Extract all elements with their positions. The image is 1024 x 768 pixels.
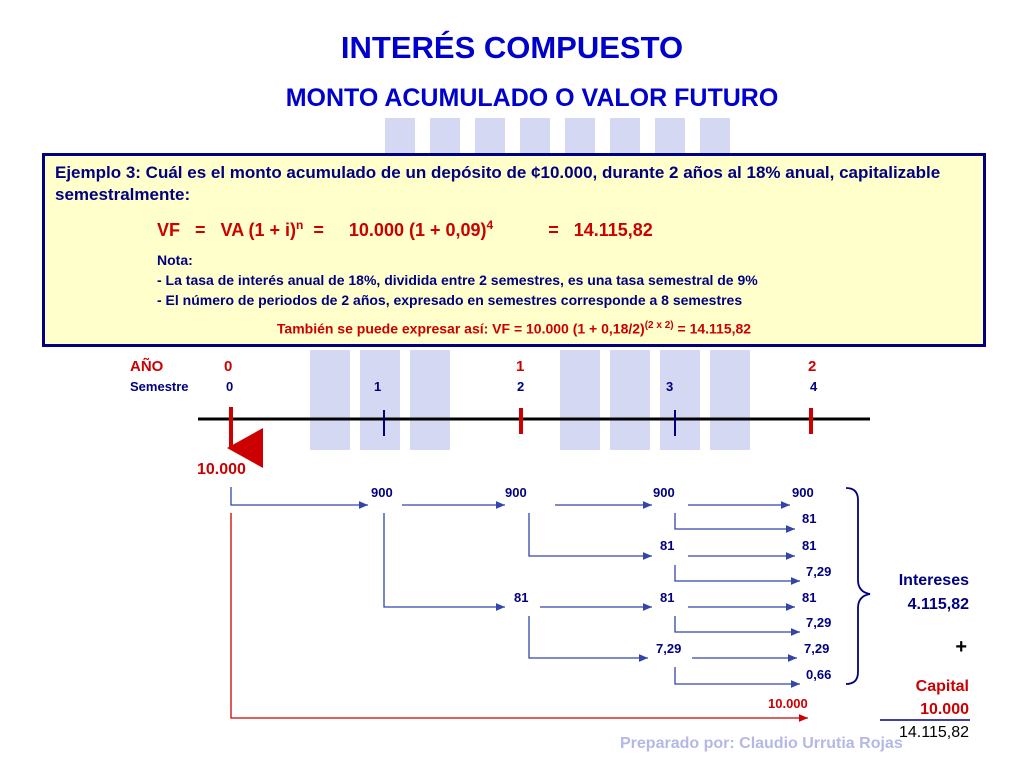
year-label: AÑO [130, 358, 164, 375]
flow-r4 [674, 565, 800, 585]
semester-1: 1 [374, 379, 382, 394]
flow-r2 [674, 513, 795, 533]
formula-exponent-n: n [296, 218, 304, 232]
notes: Nota: - La tasa de interés anual de 18%,… [157, 250, 758, 310]
plus-sign: + [955, 636, 967, 658]
value-r6: 7,29 [806, 615, 832, 630]
flow-r6 [674, 616, 800, 636]
interest-value: 4.115,82 [907, 596, 969, 613]
nota-line-1: - La tasa de interés anual de 18%, divid… [157, 272, 758, 288]
semester-3: 3 [666, 379, 674, 394]
semester-4: 4 [810, 379, 818, 394]
value-r1-4: 900 [792, 485, 814, 500]
nota-line-2: - El número de periodos de 2 años, expre… [157, 292, 743, 308]
flow-r8 [674, 667, 800, 688]
footer-credit: Preparado por: Claudio Urrutia Rojas [620, 735, 903, 752]
value-r3-1: 81 [660, 538, 675, 553]
alt-formula-text: También se puede expresar así: VF = 10.0… [276, 320, 645, 337]
problem-statement: Ejemplo 3: Cuál es el monto acumulado de… [55, 163, 941, 204]
capital-label: Capital [915, 678, 969, 695]
page-subtitle: MONTO ACUMULADO O VALOR FUTURO [285, 84, 779, 112]
semester-label: Semestre [130, 379, 189, 394]
formula-equation: = 10.000 (1 + 0,09) [303, 220, 487, 240]
flow-0-1 [230, 487, 368, 509]
value-r1-1: 900 [371, 485, 393, 500]
capital-return-value: 10.000 [768, 696, 808, 711]
value-r5-1: 81 [514, 590, 529, 605]
semester-2: 2 [517, 379, 525, 394]
value-r1-2: 900 [505, 485, 527, 500]
semester-0: 0 [226, 379, 234, 394]
nota-title: Nota: [157, 252, 193, 268]
formula: VF = VA (1 + i)n = 10.000 (1 + 0,09)4 = … [157, 218, 653, 241]
capital-return-flow [230, 513, 808, 722]
page-title: INTERÉS COMPUESTO [340, 30, 684, 65]
alt-formula-exponent: (2 x 2) [644, 320, 674, 331]
year-0: 0 [224, 358, 233, 375]
value-r3-2: 81 [802, 538, 817, 553]
value-r5-2: 81 [660, 590, 675, 605]
flow-r5a [383, 513, 505, 611]
interest-brace [845, 487, 871, 685]
capital-value: 10.000 [920, 701, 969, 718]
value-r1-3: 900 [653, 485, 675, 500]
example-box: Ejemplo 3: Cuál es el monto acumulado de… [42, 153, 986, 347]
alternative-formula: También se puede expresar así: VF = 10.0… [45, 320, 983, 337]
total-value: 14.115,82 [899, 724, 969, 741]
formula-exponent-4: 4 [486, 218, 494, 232]
value-r8: 0,66 [806, 667, 832, 682]
year-1: 1 [516, 358, 525, 375]
deposit-amount: 10.000 [197, 461, 246, 478]
flow-r7a [528, 616, 648, 662]
year-2: 2 [808, 358, 817, 375]
interest-label: Intereses [898, 572, 969, 589]
formula-result: = 14.115,82 [493, 220, 653, 240]
value-r4: 7,29 [806, 564, 832, 579]
formula-vf: VF = VA (1 + i) [157, 220, 297, 240]
value-r2: 81 [802, 511, 817, 526]
alt-formula-result: = 14.115,82 [673, 320, 752, 337]
flow-r3a [528, 513, 652, 560]
value-r7-2: 7,29 [804, 641, 830, 656]
value-r5-3: 81 [802, 590, 817, 605]
value-r7-1: 7,29 [656, 641, 682, 656]
